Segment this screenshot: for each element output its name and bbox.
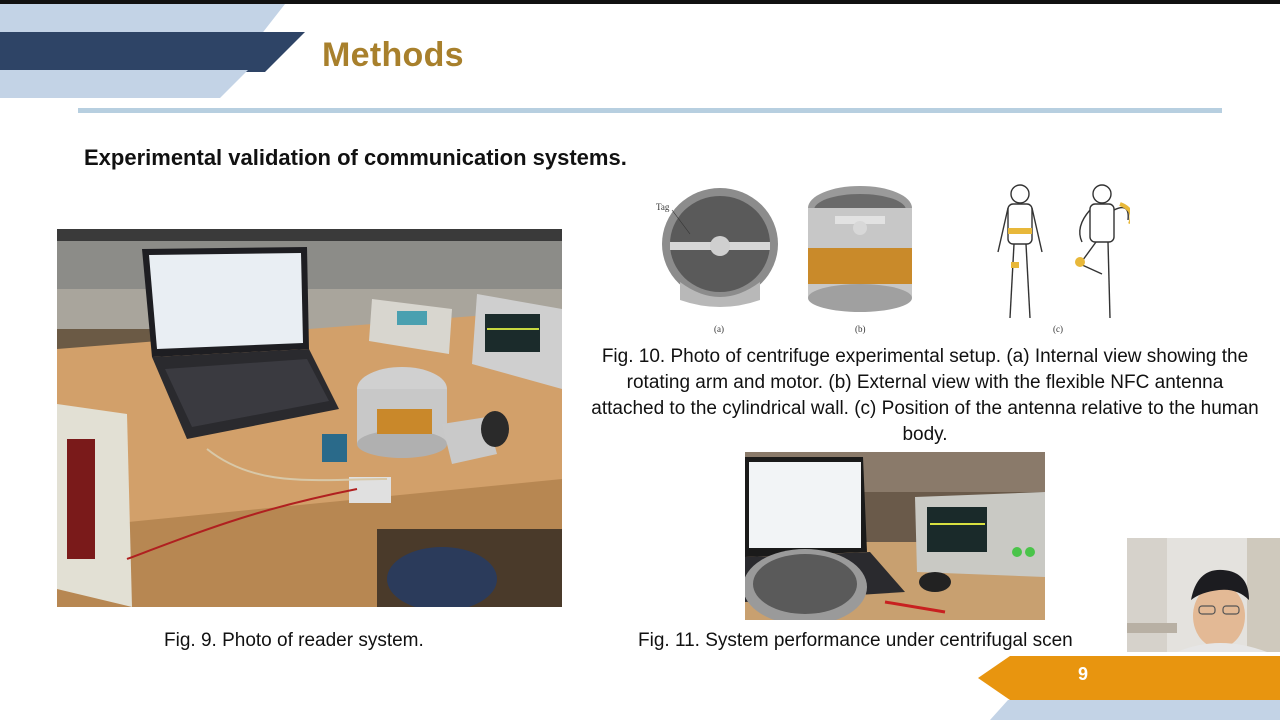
fig10-tag-label: Tag <box>656 202 670 212</box>
presenter-webcam <box>1127 538 1280 652</box>
fig11-photo <box>745 452 1045 620</box>
top-border <box>0 0 1280 4</box>
page-number-tab <box>978 656 1280 720</box>
fig10-sublabel-a: (a) <box>714 324 724 334</box>
fig10-sublabel-c: (c) <box>1053 324 1063 334</box>
fig10-sublabel-b: (b) <box>855 324 866 334</box>
fig9-caption: Fig. 9. Photo of reader system. <box>164 630 424 651</box>
page-number: 9 <box>1078 664 1089 684</box>
slide-title: Methods <box>322 36 464 74</box>
fig9-photo <box>57 229 562 607</box>
title-rule <box>78 108 1222 113</box>
fig10b-drum-external <box>808 186 912 312</box>
slide-subtitle: Experimental validation of communication… <box>84 145 627 170</box>
fig11-caption: Fig. 11. System performance under centri… <box>638 630 1073 651</box>
fig10-caption: Fig. 10. Photo of centrifuge experimenta… <box>591 346 1259 445</box>
fig10-image: Tag (a) (b) (c) <box>650 182 1130 334</box>
header-decoration <box>0 4 305 98</box>
fig10c-human-figures <box>997 184 1130 319</box>
fig10a-drum-internal <box>662 188 778 307</box>
